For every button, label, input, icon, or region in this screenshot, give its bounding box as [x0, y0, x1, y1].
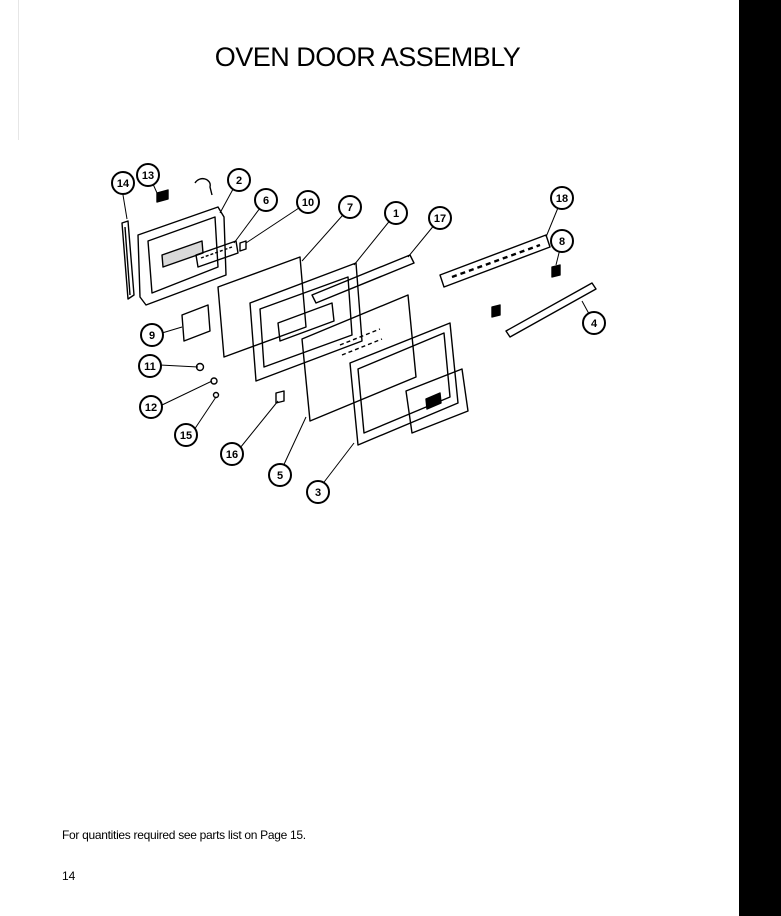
part-spacer-16: [275, 390, 285, 404]
callout-14: 14: [117, 178, 130, 190]
part-end-cap-a: [551, 264, 561, 278]
callout-17: 17: [434, 213, 446, 225]
oven-door-exploded-diagram: 14 13 2 6 10 7 1 17 18 8 4 9 11 12 15 16…: [100, 155, 620, 505]
callout-3: 3: [315, 487, 321, 499]
callout-18: 18: [556, 193, 568, 205]
callout-4: 4: [591, 318, 598, 330]
scan-edge-bar: [739, 0, 781, 916]
part-screw-15: [212, 391, 220, 399]
page-title: OVEN DOOR ASSEMBLY: [214, 42, 521, 72]
part-gasket: [121, 220, 135, 300]
callout-10: 10: [302, 197, 314, 209]
part-door-panel: [301, 294, 417, 422]
part-hook: [194, 177, 213, 196]
callout-8: 8: [559, 236, 565, 248]
callout-2: 2: [236, 175, 242, 187]
callout-5: 5: [277, 470, 283, 482]
part-door-liner: [249, 262, 363, 382]
callout-6: 6: [263, 195, 269, 207]
part-side-bracket: [181, 304, 211, 342]
callout-15: 15: [180, 430, 192, 442]
callout-12: 12: [145, 402, 157, 414]
callout-16: 16: [226, 449, 238, 461]
part-end-cap-b: [491, 304, 501, 318]
callout-13: 13: [142, 170, 154, 182]
parts-list-note: For quantities required see parts list o…: [62, 828, 306, 842]
callout-9: 9: [149, 330, 155, 342]
part-front-frame: [349, 322, 459, 446]
part-gasket-inner: [124, 226, 131, 296]
part-outer-panel: [137, 206, 227, 306]
part-clip: [239, 240, 247, 252]
page-number: 14: [62, 869, 76, 883]
scan-margin-line: [18, 0, 19, 140]
part-handle-plate: [195, 240, 239, 268]
callout-1: 1: [393, 208, 399, 220]
part-top-rail: [439, 234, 551, 288]
callout-11: 11: [144, 361, 156, 373]
part-inner-glass: [217, 256, 307, 358]
callout-7: 7: [347, 202, 353, 214]
part-window-box: [405, 368, 469, 434]
part-handle-rod: [505, 282, 597, 338]
part-small-bracket: [156, 189, 169, 203]
part-vent-strip: [311, 254, 415, 304]
